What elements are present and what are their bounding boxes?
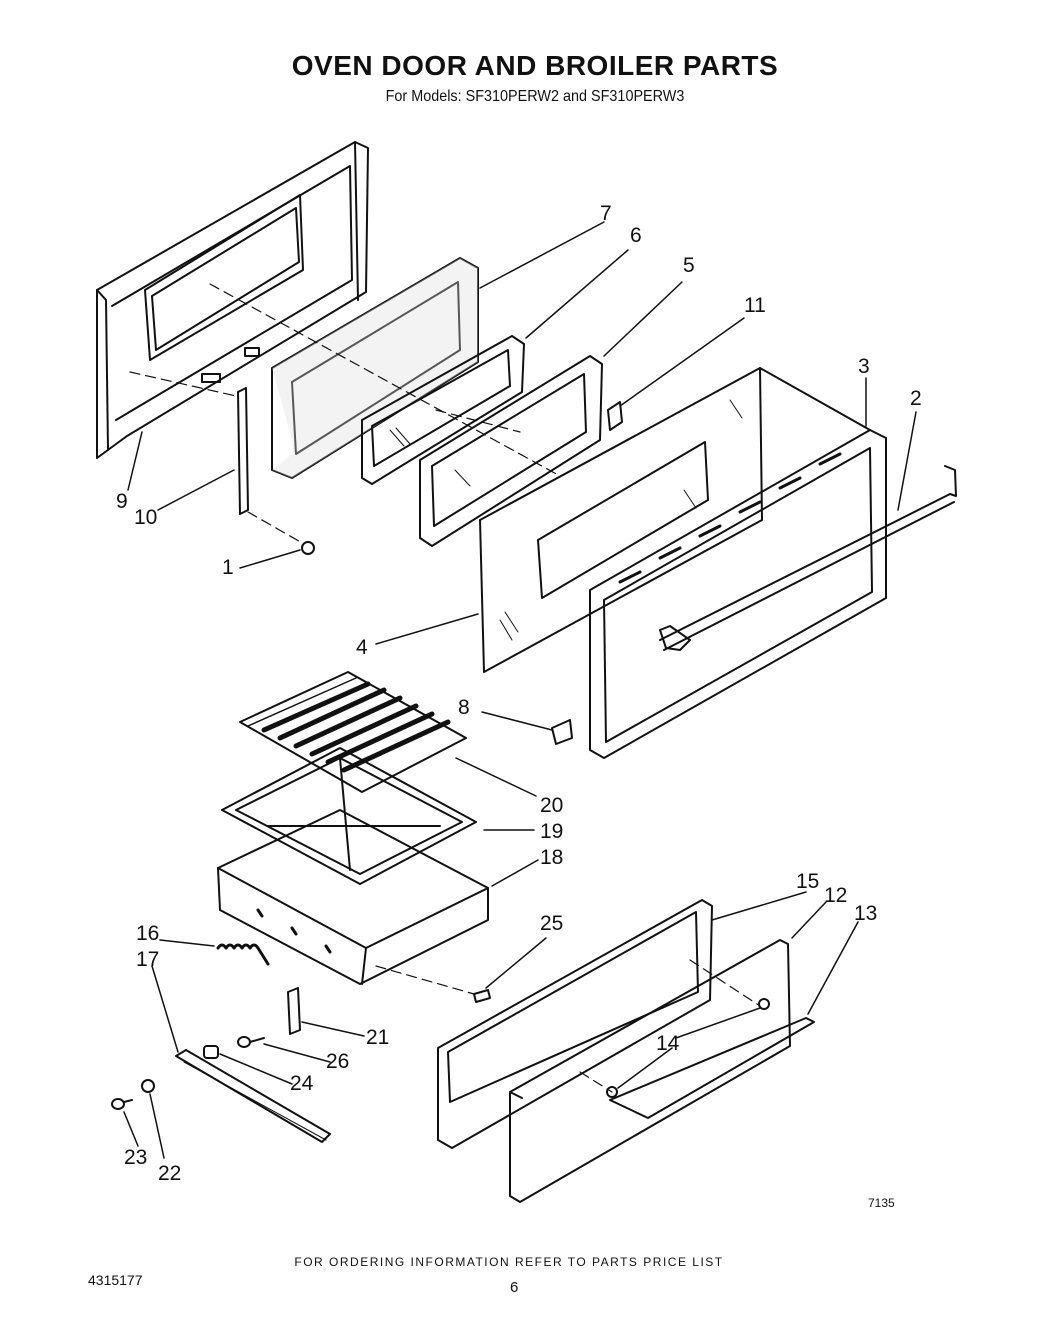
part-21-bracket [287, 987, 301, 1035]
part-22-washer [141, 1079, 155, 1093]
document-number: 4315177 [88, 1272, 143, 1288]
callout-5: 5 [683, 254, 695, 277]
part-9-inner-door [96, 141, 369, 459]
part-25-clip [473, 989, 491, 1003]
part-12-drawer-front [509, 939, 791, 1203]
part-15-drawer-inner-panel [437, 899, 713, 1149]
callout-16: 16 [136, 922, 159, 945]
assembly-dashed-lines [129, 283, 761, 1093]
part-10-side-strip [237, 387, 249, 515]
callout-9: 9 [116, 490, 128, 513]
part-23-screw [111, 1098, 133, 1110]
part-6-window-frame [361, 335, 525, 485]
part-7-door-gasket [271, 257, 479, 479]
part-24-roller [203, 1045, 219, 1059]
part-14-screws [606, 998, 770, 1098]
part-5-window-pack [419, 355, 603, 547]
callout-leader-lines [123, 221, 917, 1159]
part-16-spring [216, 943, 270, 966]
page-title: OVEN DOOR AND BROILER PARTS [291, 50, 779, 81]
callout-labels: 7 6 5 11 3 2 4 8 9 10 1 20 19 18 15 12 1… [116, 202, 922, 1185]
callout-23: 23 [124, 1146, 147, 1169]
callout-13: 13 [854, 902, 877, 925]
callout-2: 2 [910, 387, 922, 410]
part-2-door-handle [659, 465, 957, 651]
callout-20: 20 [540, 794, 563, 817]
part-8-bracket [551, 719, 573, 745]
model-subtitle: For Models: SF310PERW2 and SF310PERW3 [385, 88, 685, 105]
part-17-slide-rail [175, 1049, 331, 1143]
callout-14: 14 [656, 1032, 680, 1055]
callout-3: 3 [858, 355, 870, 378]
callout-19: 19 [540, 820, 563, 843]
part-1-screw [301, 541, 315, 555]
callout-10: 10 [134, 506, 157, 529]
part-19-pan-insert [221, 747, 477, 885]
callout-24: 24 [290, 1072, 314, 1095]
callout-12: 12 [824, 884, 847, 907]
callout-6: 6 [630, 224, 642, 247]
callout-1: 1 [222, 556, 234, 579]
callout-15: 15 [796, 870, 819, 893]
callout-7: 7 [600, 202, 612, 225]
callout-25: 25 [540, 912, 563, 935]
callout-11: 11 [744, 294, 766, 317]
part-13-handle-trim [609, 1017, 815, 1119]
callout-4: 4 [356, 636, 368, 659]
part-26-screw [237, 1036, 265, 1048]
figure-code: 7135 [868, 1196, 895, 1210]
page-number: 6 [510, 1279, 519, 1296]
callout-18: 18 [540, 846, 563, 869]
part-18-broiler-pan [217, 809, 489, 985]
part-20-broiler-grid [239, 671, 467, 793]
part-3-outer-door [589, 367, 887, 759]
part-4-outer-glass [479, 367, 763, 673]
callout-22: 22 [158, 1162, 181, 1185]
part-11-clip [607, 401, 623, 431]
callout-17: 17 [136, 948, 159, 971]
ordering-info-footer: FOR ORDERING INFORMATION REFER TO PARTS … [294, 1255, 724, 1269]
callout-21: 21 [366, 1026, 389, 1049]
callout-8: 8 [458, 696, 470, 719]
callout-26: 26 [326, 1050, 349, 1073]
